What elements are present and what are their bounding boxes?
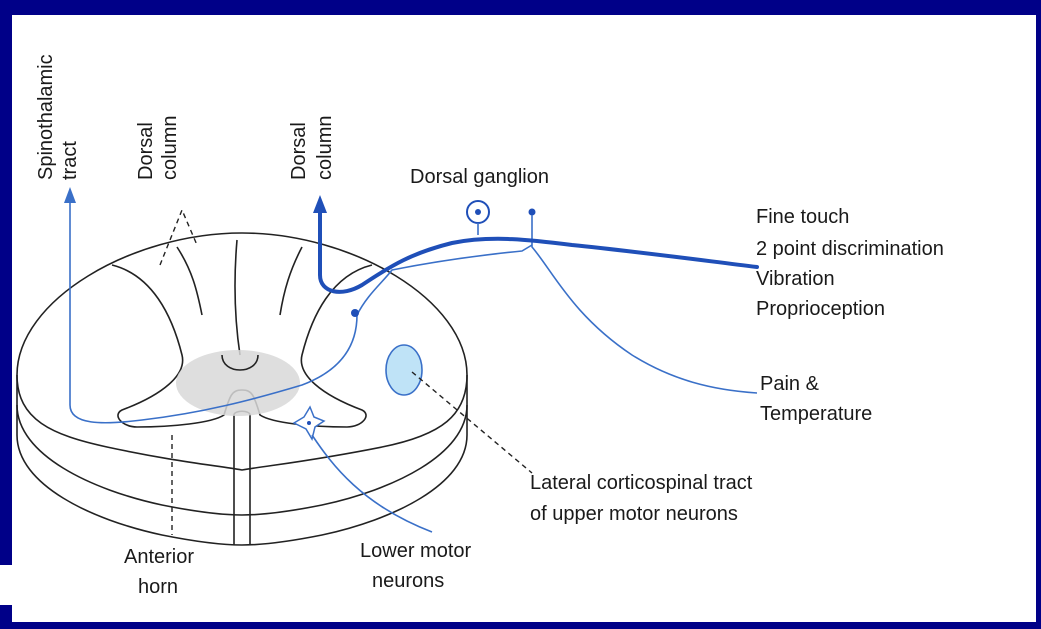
dorsal-column-tract-path	[318, 208, 759, 294]
spinal-cord-diagram: Spinothalamic tract Dorsal column Dorsal…	[16, 54, 944, 598]
label-proprioception: Proprioception	[756, 298, 885, 320]
dorsal-ganglion-nucleus	[475, 209, 481, 215]
label-anterior-1: Anterior	[124, 546, 194, 568]
lower-motor-neuron-axon	[311, 434, 433, 533]
cord-rim-right	[241, 404, 468, 516]
cord-side-wall	[16, 375, 468, 546]
label-dorsal-column-left-2: column	[159, 116, 181, 180]
label-spinothalamic-1: Spinothalamic	[35, 54, 57, 180]
central-grey-region	[176, 350, 300, 416]
label-spinothalamic-2: tract	[59, 141, 81, 180]
dorsal-column-arrowhead	[313, 195, 327, 213]
central-canal-arc	[221, 354, 259, 371]
label-lower-2: neurons	[372, 570, 444, 592]
label-pain-1: Pain &	[760, 373, 820, 395]
spinothalamic-synapse	[351, 309, 359, 317]
spinothalamic-tract-path	[69, 200, 533, 424]
lateral-tract-pointer	[411, 371, 533, 474]
label-lateral-1: Lateral corticospinal tract	[530, 472, 753, 494]
label-dorsal-column-left-1: Dorsal	[135, 122, 157, 180]
cord-top-surface	[16, 232, 468, 471]
dorsal-horn-left	[176, 246, 203, 316]
posterior-septum	[234, 239, 241, 356]
cord-rim-left	[16, 404, 243, 516]
label-lower-1: Lower motor	[360, 540, 471, 562]
label-lateral-2: of upper motor neurons	[530, 503, 738, 525]
label-pain-2: Temperature	[760, 403, 872, 425]
dorsal-horn-right	[279, 246, 303, 316]
label-dorsal-ganglion: Dorsal ganglion	[410, 166, 549, 188]
dorsal-column-pointer	[159, 208, 198, 266]
pain-fiber-path	[531, 215, 758, 394]
anterior-fissure	[233, 410, 251, 545]
label-dorsal-column-right-1: Dorsal	[288, 122, 310, 180]
label-two-point: 2 point discrimination	[756, 238, 944, 260]
label-dorsal-column-right-2: column	[314, 116, 336, 180]
pain-neuron-cell-body	[528, 208, 536, 216]
spinal-cord-outline	[16, 232, 468, 546]
label-anterior-2: horn	[138, 576, 178, 598]
label-vibration: Vibration	[756, 268, 835, 290]
diagram-panel: Spinothalamic tract Dorsal column Dorsal…	[12, 15, 1036, 622]
corner-overlay	[0, 565, 38, 605]
lateral-corticospinal-tract	[385, 344, 423, 396]
spinothalamic-arrowhead	[64, 187, 76, 203]
lower-motor-neuron-nucleus	[307, 421, 311, 425]
label-fine-touch: Fine touch	[756, 206, 849, 228]
